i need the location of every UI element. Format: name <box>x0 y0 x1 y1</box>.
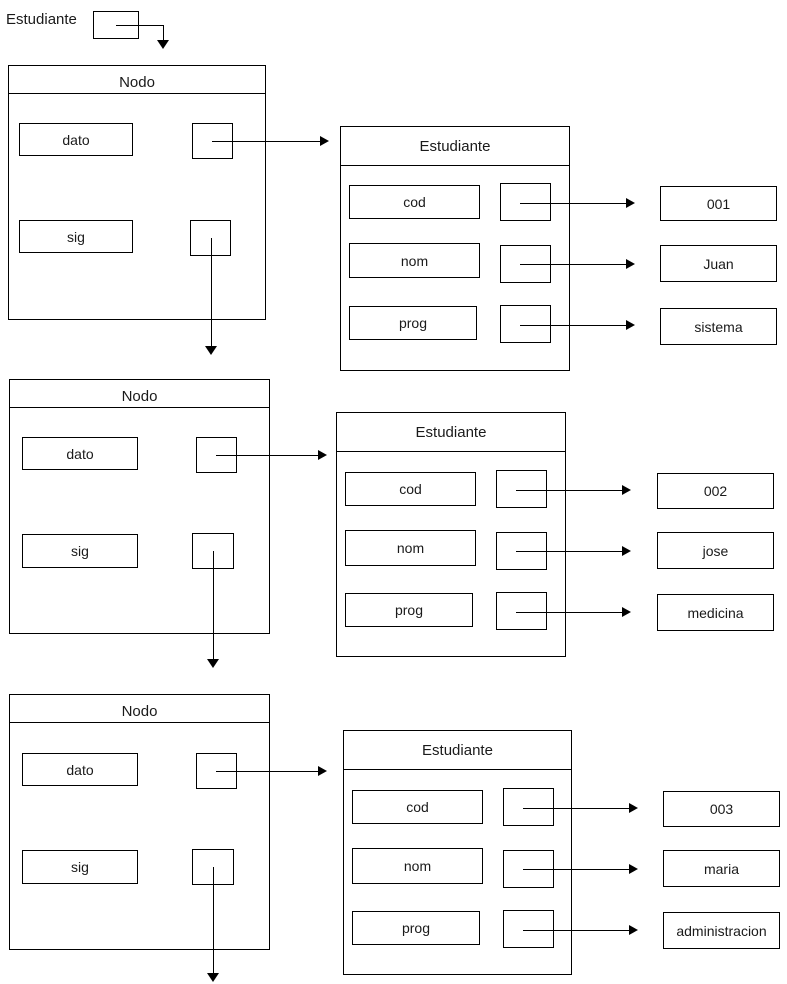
record-2-connector-nom <box>516 551 626 552</box>
head-pointer-vline <box>163 25 164 42</box>
record-2-value-prog: medicina <box>657 594 774 631</box>
record-1-connector-prog <box>520 325 630 326</box>
record-1-arrowhead-prog-icon <box>626 320 635 330</box>
record-1-value-nom: Juan <box>660 245 777 282</box>
node-3-data-connector-line <box>216 771 322 772</box>
record-1-connector-nom <box>520 264 630 265</box>
record-1-arrowhead-cod-icon <box>626 198 635 208</box>
record-3-connector-cod <box>523 808 633 809</box>
node-3-next-arrowhead-icon <box>207 973 219 982</box>
node-1-next-arrowhead-icon <box>205 346 217 355</box>
record-3-value-cod: 003 <box>663 791 780 827</box>
record-1-container: Estudiante <box>340 126 570 371</box>
record-2-arrowhead-nom-icon <box>622 546 631 556</box>
record-3-title-divider <box>344 769 572 770</box>
node-3-data-field: dato <box>22 753 138 786</box>
node-2-data-field: dato <box>22 437 138 470</box>
record-2-connector-cod <box>516 490 626 491</box>
record-2-pointer-prog <box>496 592 547 630</box>
record-1-pointer-prog <box>500 305 551 343</box>
record-1-field-nom: nom <box>349 243 480 278</box>
node-3-next-connector-line <box>213 867 214 977</box>
record-2-field-prog: prog <box>345 593 473 627</box>
node-1-next-connector-line <box>211 238 212 348</box>
record-2-title: Estudiante <box>415 423 487 441</box>
record-1-value-prog: sistema <box>660 308 777 345</box>
record-1-field-prog: prog <box>349 306 477 340</box>
node-1-data-connector-line <box>212 141 324 142</box>
node-1-next-field: sig <box>19 220 133 253</box>
node-3-title-divider <box>10 722 269 723</box>
record-1-pointer-cod <box>500 183 551 221</box>
node-3-container: Nodo <box>9 694 270 950</box>
node-2-container: Nodo <box>9 379 270 634</box>
record-3-connector-nom <box>523 869 633 870</box>
node-1-title: Nodo <box>119 73 155 91</box>
node-1-data-arrowhead-icon <box>320 136 329 146</box>
record-3-pointer-prog <box>503 910 554 948</box>
node-1-title-divider <box>9 93 265 94</box>
node-2-data-arrowhead-icon <box>318 450 327 460</box>
node-2-data-connector-line <box>216 455 322 456</box>
node-3-data-arrowhead-icon <box>318 766 327 776</box>
record-3-connector-prog <box>523 930 633 931</box>
record-2-title-divider <box>337 451 566 452</box>
record-1-value-cod: 001 <box>660 186 777 221</box>
node-2-next-field: sig <box>22 534 138 568</box>
record-2-connector-prog <box>516 612 626 613</box>
node-2-next-arrowhead-icon <box>207 659 219 668</box>
node-1-data-field: dato <box>19 123 133 156</box>
record-3-title: Estudiante <box>422 741 493 759</box>
record-3-value-nom: maria <box>663 850 780 887</box>
record-2-field-cod: cod <box>345 472 476 506</box>
record-1-title-divider <box>341 165 570 166</box>
record-1-arrowhead-nom-icon <box>626 259 635 269</box>
record-3-arrowhead-prog-icon <box>629 925 638 935</box>
node-2-title: Nodo <box>121 387 158 405</box>
record-3-field-prog: prog <box>352 911 480 945</box>
record-3-field-nom: nom <box>352 848 483 884</box>
record-3-arrowhead-nom-icon <box>629 864 638 874</box>
node-2-next-connector-line <box>213 551 214 661</box>
record-1-field-cod: cod <box>349 185 480 219</box>
record-1-connector-cod <box>520 203 630 204</box>
node-2-title-divider <box>10 407 269 408</box>
node-3-next-field: sig <box>22 850 138 884</box>
node-1-container: Nodo <box>8 65 266 320</box>
head-pointer-label: Estudiante <box>6 11 77 28</box>
record-3-pointer-cod <box>503 788 554 826</box>
record-2-value-cod: 002 <box>657 473 774 509</box>
record-3-container: Estudiante <box>343 730 572 975</box>
record-2-container: Estudiante <box>336 412 566 657</box>
record-2-arrowhead-cod-icon <box>622 485 631 495</box>
record-1-title: Estudiante <box>419 137 491 155</box>
record-3-value-prog: administracion <box>663 912 780 949</box>
head-pointer-hline <box>116 25 163 26</box>
head-pointer-arrowhead-icon <box>157 40 169 49</box>
record-2-value-nom: jose <box>657 532 774 569</box>
node-3-title: Nodo <box>121 702 158 720</box>
node-1-next-pointer-box <box>190 220 231 256</box>
record-2-arrowhead-prog-icon <box>622 607 631 617</box>
record-3-arrowhead-cod-icon <box>629 803 638 813</box>
record-2-pointer-cod <box>496 470 547 508</box>
record-3-field-cod: cod <box>352 790 483 824</box>
record-2-field-nom: nom <box>345 530 476 566</box>
